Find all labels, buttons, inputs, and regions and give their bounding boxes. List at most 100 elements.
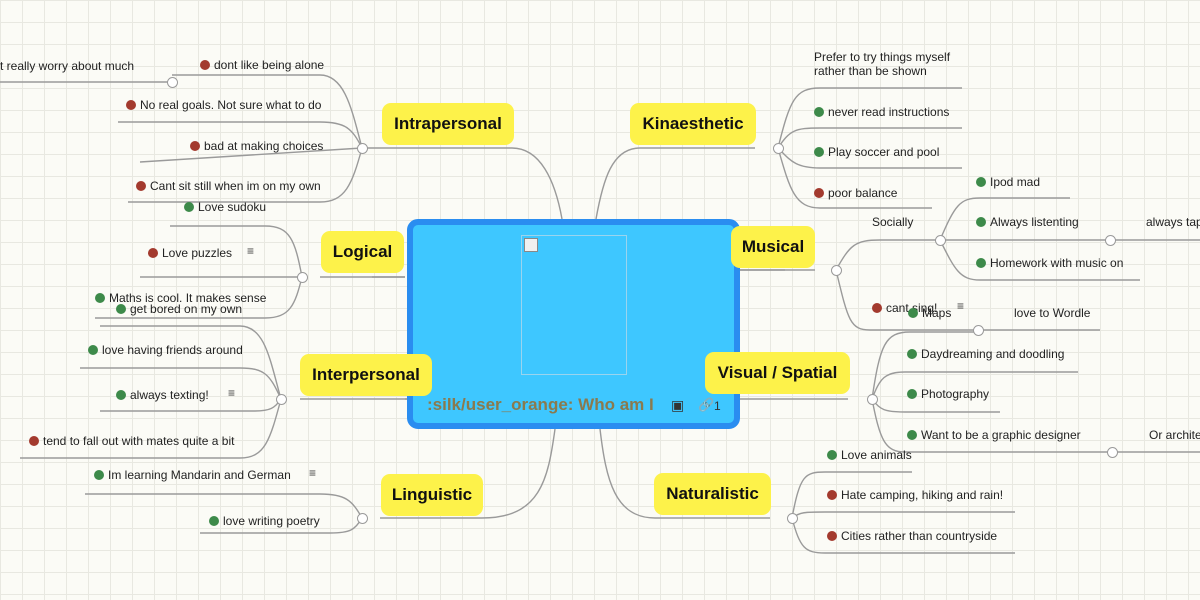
broken-image-icon bbox=[524, 238, 538, 252]
central-topic[interactable]: :silk/user_orange: Who am I ▣ 🔗 1 bbox=[407, 219, 740, 429]
leaf-label: never read instructions bbox=[828, 105, 950, 119]
connector-node[interactable] bbox=[297, 272, 308, 283]
positive-dot-icon bbox=[976, 177, 986, 187]
connector-node[interactable] bbox=[167, 77, 178, 88]
negative-dot-icon bbox=[200, 60, 210, 70]
leaf-label: Love puzzles bbox=[162, 246, 233, 260]
note-icon[interactable]: ≡ bbox=[228, 386, 236, 400]
topic-musical[interactable]: Musical bbox=[731, 226, 815, 268]
leaf-mandarin[interactable]: Im learning Mandarin and German bbox=[94, 468, 291, 482]
leaf-label: Play soccer and pool bbox=[828, 145, 940, 159]
leaf-homework[interactable]: Homework with music on bbox=[976, 256, 1123, 270]
topic-linguistic[interactable]: Linguistic bbox=[381, 474, 483, 516]
connector-node[interactable] bbox=[831, 265, 842, 276]
topic-naturalistic[interactable]: Naturalistic bbox=[654, 473, 771, 515]
leaf-label: dont like being alone bbox=[214, 58, 325, 72]
leaf-friends[interactable]: love having friends around bbox=[88, 343, 243, 357]
leaf-label: Ipod mad bbox=[990, 175, 1041, 189]
negative-dot-icon bbox=[148, 248, 158, 258]
note-icon[interactable]: ≡ bbox=[309, 466, 317, 480]
leaf-puzzles[interactable]: Love puzzles bbox=[148, 246, 232, 260]
leaf-worry[interactable]: t really worry about much bbox=[0, 59, 134, 73]
leaf-poetry[interactable]: love writing poetry bbox=[209, 514, 320, 528]
leaf-label: Cities rather than countryside bbox=[841, 529, 998, 543]
connector-node[interactable] bbox=[867, 394, 878, 405]
leaf-label: Photography bbox=[921, 387, 990, 401]
leaf-wordle[interactable]: love to Wordle bbox=[1014, 306, 1090, 320]
note-icon[interactable]: ≡ bbox=[247, 244, 255, 258]
leaf-label: Maths is cool. It makes sense bbox=[109, 291, 267, 305]
negative-dot-icon bbox=[190, 141, 200, 151]
positive-dot-icon bbox=[907, 349, 917, 359]
leaf-architect[interactable]: Or archite bbox=[1149, 428, 1200, 442]
negative-dot-icon bbox=[29, 436, 39, 446]
leaf-instructions[interactable]: never read instructions bbox=[814, 105, 949, 119]
leaf-bored[interactable]: get bored on my own bbox=[116, 302, 242, 316]
leaf-alone[interactable]: dont like being alone bbox=[200, 58, 324, 72]
leaf-label: Love sudoku bbox=[198, 200, 267, 214]
leaf-animals[interactable]: Love animals bbox=[827, 448, 912, 462]
note-icon[interactable]: ≡ bbox=[957, 299, 965, 313]
leaf-camping[interactable]: Hate camping, hiking and rain! bbox=[827, 488, 1003, 502]
connector-node[interactable] bbox=[357, 143, 368, 154]
leaf-label: Love animals bbox=[841, 448, 912, 462]
topic-kinaesthetic[interactable]: Kinaesthetic bbox=[630, 103, 756, 145]
connector-node[interactable] bbox=[1105, 235, 1116, 246]
leaf-label: Maps bbox=[922, 306, 952, 320]
leaf-label: get bored on my own bbox=[130, 302, 243, 316]
leaf-cities[interactable]: Cities rather than countryside bbox=[827, 529, 997, 543]
negative-dot-icon bbox=[126, 100, 136, 110]
leaf-texting[interactable]: always texting! bbox=[116, 388, 209, 402]
leaf-label: Daydreaming and doodling bbox=[921, 347, 1065, 361]
connector-node[interactable] bbox=[973, 325, 984, 336]
leaf-designer[interactable]: Want to be a graphic designer bbox=[907, 428, 1081, 442]
connector-node[interactable] bbox=[357, 513, 368, 524]
leaf-maps[interactable]: Maps bbox=[908, 306, 951, 320]
leaf-label-line2: rather than be shown bbox=[814, 64, 927, 78]
leaf-fallout[interactable]: tend to fall out with mates quite a bit bbox=[29, 434, 234, 448]
topic-intrapersonal[interactable]: Intrapersonal bbox=[382, 103, 514, 145]
connector-node[interactable] bbox=[1107, 447, 1118, 458]
leaf-soccer[interactable]: Play soccer and pool bbox=[814, 145, 939, 159]
positive-dot-icon bbox=[88, 345, 98, 355]
connector-node[interactable] bbox=[276, 394, 287, 405]
leaf-listening[interactable]: Always listenting bbox=[976, 215, 1079, 229]
leaf-balance[interactable]: poor balance bbox=[814, 186, 897, 200]
connector-node[interactable] bbox=[787, 513, 798, 524]
positive-dot-icon bbox=[184, 202, 194, 212]
connector-node[interactable] bbox=[935, 235, 946, 246]
leaf-label: Hate camping, hiking and rain! bbox=[841, 488, 1004, 502]
positive-dot-icon bbox=[94, 470, 104, 480]
leaf-choices[interactable]: bad at making choices bbox=[190, 139, 323, 153]
leaf-label: Want to be a graphic designer bbox=[921, 428, 1081, 442]
topic-logical[interactable]: Logical bbox=[321, 231, 404, 273]
leaf-socially[interactable]: Socially bbox=[872, 215, 913, 229]
leaf-label: tend to fall out with mates quite a bit bbox=[43, 434, 235, 448]
negative-dot-icon bbox=[827, 531, 837, 541]
leaf-daydream[interactable]: Daydreaming and doodling bbox=[907, 347, 1064, 361]
leaf-maths[interactable]: Maths is cool. It makes sense bbox=[95, 291, 266, 305]
positive-dot-icon bbox=[209, 516, 219, 526]
positive-dot-icon bbox=[95, 293, 105, 303]
leaf-always-tap[interactable]: always tap bbox=[1146, 215, 1200, 229]
leaf-goals[interactable]: No real goals. Not sure what to do bbox=[126, 98, 321, 112]
negative-dot-icon bbox=[136, 181, 146, 191]
negative-dot-icon bbox=[827, 490, 837, 500]
leaf-label: love writing poetry bbox=[223, 514, 320, 528]
leaf-sitstill[interactable]: Cant sit still when im on my own bbox=[136, 179, 321, 193]
positive-dot-icon bbox=[908, 308, 918, 318]
leaf-sudoku[interactable]: Love sudoku bbox=[184, 200, 266, 214]
topic-visual-spatial[interactable]: Visual / Spatial bbox=[705, 352, 850, 394]
image-placeholder bbox=[521, 235, 627, 375]
leaf-label: t really worry about much bbox=[0, 59, 135, 73]
positive-dot-icon bbox=[814, 147, 824, 157]
connector-node[interactable] bbox=[773, 143, 784, 154]
link-icon[interactable]: 🔗 bbox=[698, 397, 715, 412]
leaf-ipod[interactable]: Ipod mad bbox=[976, 175, 1040, 189]
image-icon[interactable]: ▣ bbox=[671, 397, 685, 413]
leaf-photography[interactable]: Photography bbox=[907, 387, 989, 401]
topic-interpersonal[interactable]: Interpersonal bbox=[300, 354, 432, 396]
negative-dot-icon bbox=[814, 188, 824, 198]
